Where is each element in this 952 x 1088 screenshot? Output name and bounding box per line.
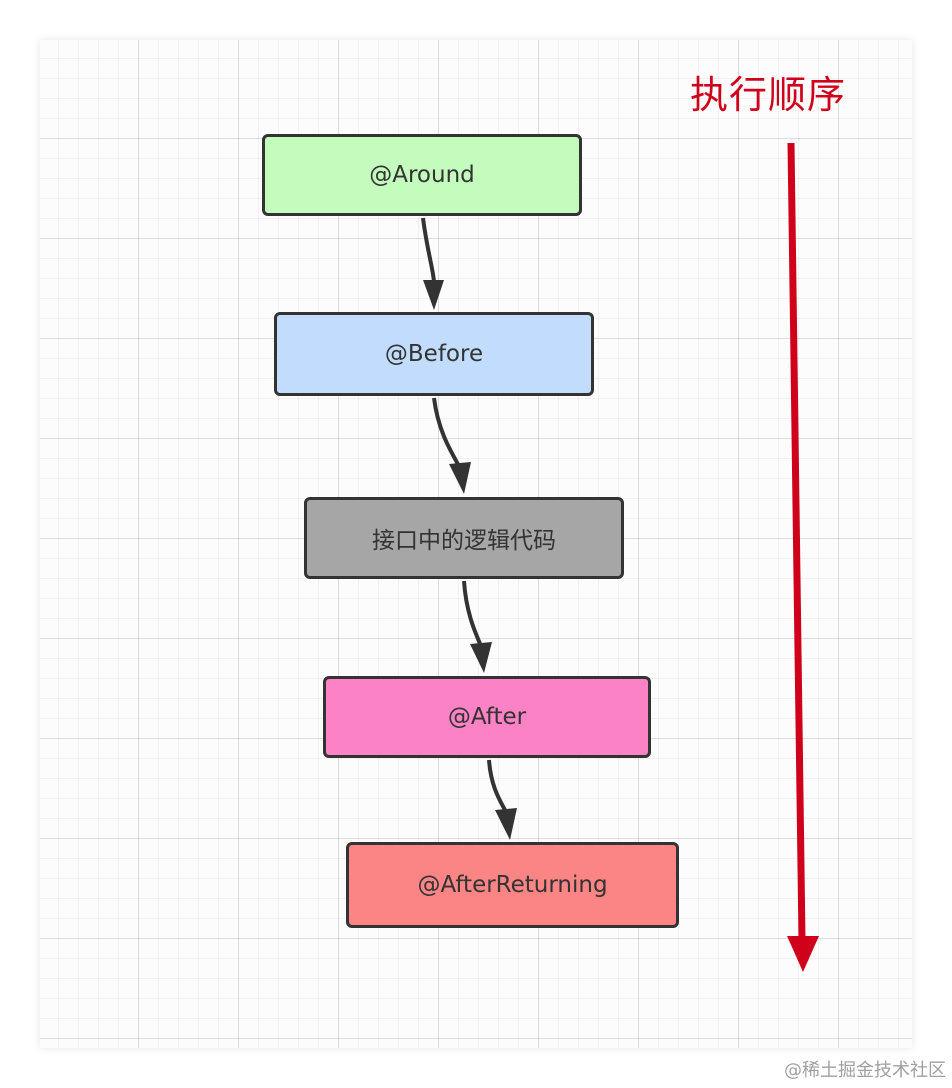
node-around: @Around: [262, 134, 582, 216]
node-after-label: @After: [447, 704, 527, 730]
node-after-returning-label: @AfterReturning: [417, 872, 608, 898]
node-interface-logic: 接口中的逻辑代码: [304, 497, 624, 579]
edge-after-to-return-arrowhead: [495, 808, 517, 840]
node-interface-logic-label: 接口中的逻辑代码: [372, 528, 556, 554]
edge-logic-to-after: [462, 580, 483, 647]
node-after: @After: [323, 676, 651, 758]
edge-around-to-before-arrowhead: [423, 280, 444, 310]
edge-before-to-logic: [432, 397, 461, 467]
edge-before-to-logic-arrowhead: [449, 462, 471, 494]
edge-after-to-return: [487, 759, 508, 813]
watermark: @稀土掘金技术社区: [784, 1060, 946, 1081]
node-after-returning: @AfterReturning: [346, 842, 679, 928]
node-before-label: @Before: [384, 341, 484, 367]
execution-order-label: 执行顺序: [690, 73, 847, 117]
edge-logic-to-after-arrowhead: [470, 642, 492, 673]
order-arrowhead: [787, 936, 819, 972]
node-before: @Before: [274, 312, 594, 396]
order-arrow-shaft: [787, 142, 806, 941]
node-around-label: @Around: [369, 162, 475, 188]
edge-around-to-before: [421, 217, 436, 283]
